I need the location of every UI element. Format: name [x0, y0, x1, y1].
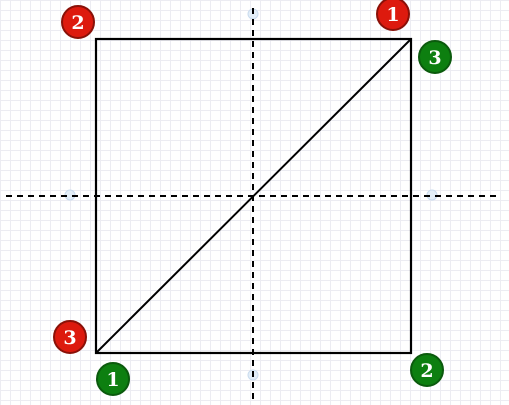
axis-handles	[64, 8, 438, 381]
red-badge-2-label: 2	[71, 12, 84, 34]
red-badge-2: 2	[61, 5, 95, 39]
green-badge-1-label: 1	[106, 369, 119, 391]
green-badge-1: 1	[96, 362, 130, 396]
red-badge-3-label: 3	[63, 327, 76, 349]
green-badge-2: 2	[410, 353, 444, 387]
red-badge-3: 3	[53, 320, 87, 354]
green-badge-2-label: 2	[420, 360, 433, 382]
red-badge-1: 1	[376, 0, 410, 31]
green-badge-3: 3	[418, 40, 452, 74]
red-badge-1-label: 1	[386, 4, 399, 26]
green-badge-3-label: 3	[428, 47, 441, 69]
